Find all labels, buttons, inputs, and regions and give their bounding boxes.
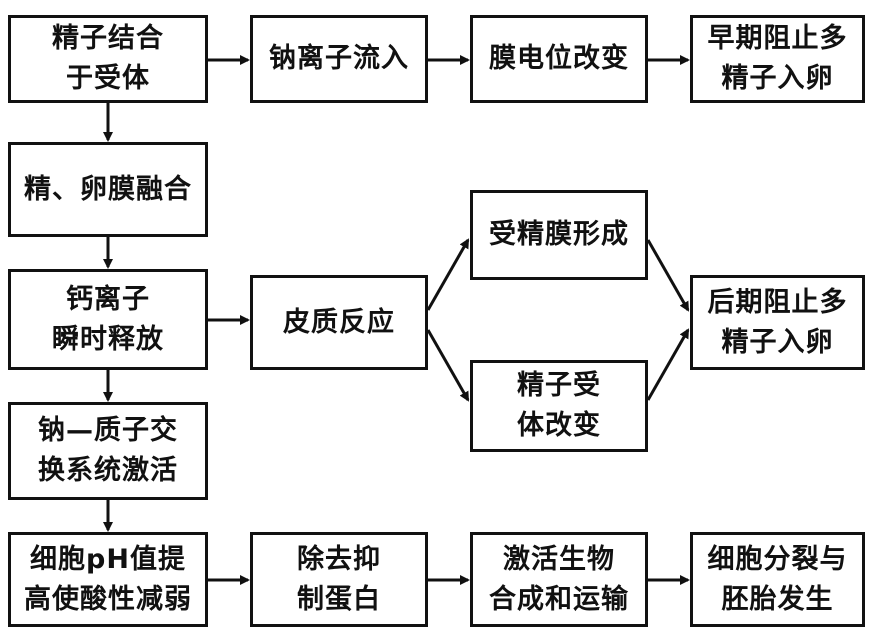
node-fertilization-membrane: 受精膜形成 (470, 190, 648, 280)
node-activate-biosynthesis-label: 激活生物 合成和运输 (489, 543, 629, 615)
node-na-influx: 钠离子流入 (250, 15, 428, 103)
node-ph-rise: 细胞pH值提 高使酸性减弱 (8, 532, 208, 627)
node-ca-release: 钙离子 瞬时释放 (8, 269, 208, 370)
node-late-block: 后期阻止多 精子入卵 (690, 275, 865, 370)
node-na-influx-label: 钠离子流入 (269, 43, 409, 74)
node-cleavage-label: 细胞分裂与 胚胎发生 (707, 543, 848, 615)
arrow-cortical-to-receptor (426, 329, 470, 402)
node-cortical-reaction: 皮质反应 (250, 275, 428, 370)
node-na-h-exchange: 钠—质子交 换系统激活 (8, 402, 208, 500)
node-sperm-bind-label: 精子结合 于受体 (52, 23, 164, 94)
node-membrane-potential-label: 膜电位改变 (489, 43, 629, 74)
node-early-block-label: 早期阻止多 精子入卵 (707, 23, 848, 94)
node-early-block: 早期阻止多 精子入卵 (690, 15, 865, 103)
node-activate-biosynthesis: 激活生物 合成和运输 (470, 532, 648, 627)
node-cleavage: 细胞分裂与 胚胎发生 (690, 532, 865, 627)
node-fertilization-membrane-label: 受精膜形成 (489, 219, 629, 250)
node-ph-rise-label: 细胞pH值提 高使酸性减弱 (24, 543, 192, 615)
node-ca-release-label: 钙离子 瞬时释放 (52, 283, 164, 355)
arrow-cortical-to-membrane (426, 238, 470, 311)
arrow-receptor-to-late (646, 328, 690, 401)
node-sperm-bind: 精子结合 于受体 (8, 15, 208, 103)
node-remove-inhibitor-label: 除去抑 制蛋白 (297, 543, 381, 615)
node-receptor-change-label: 精子受 体改变 (517, 370, 601, 441)
arrow-membrane-to-late (646, 239, 690, 312)
node-membrane-potential: 膜电位改变 (470, 15, 648, 103)
node-fusion-label: 精、卵膜融合 (24, 173, 192, 205)
node-remove-inhibitor: 除去抑 制蛋白 (250, 532, 428, 627)
node-na-h-exchange-label: 钠—质子交 换系统激活 (38, 415, 178, 486)
node-fusion: 精、卵膜融合 (8, 142, 208, 237)
node-late-block-label: 后期阻止多 精子入卵 (707, 286, 848, 358)
node-receptor-change: 精子受 体改变 (470, 360, 648, 452)
node-cortical-reaction-label: 皮质反应 (283, 306, 395, 338)
